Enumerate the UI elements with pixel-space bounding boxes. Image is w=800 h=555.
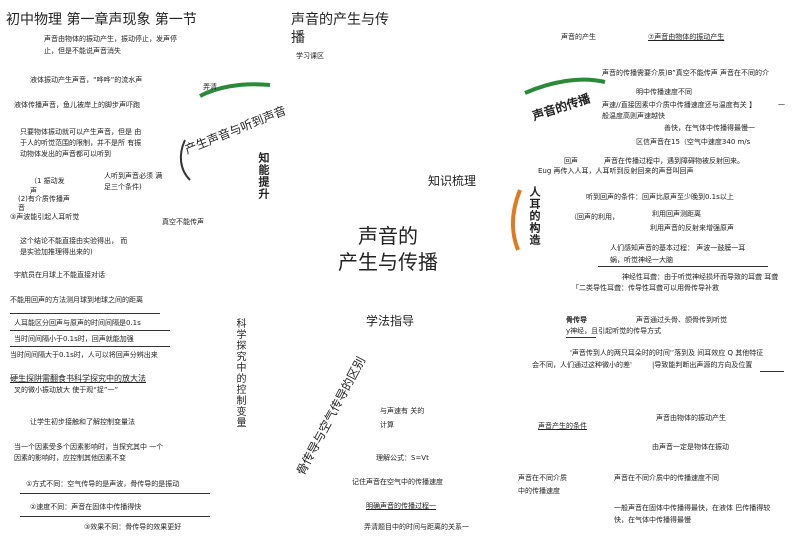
note-text: 声音的传播需要介质)B”真空不能传声 声音在不同的介 [602,69,770,77]
note-text: 「二类导性耳聋：传导性耳聋可以用骨传导补救 [572,284,719,292]
section-label: 知识梳理 [428,174,477,188]
note-text: 听到回声的条件：回声比原声至少晚到0.1s以上 [586,193,734,201]
note-text: 声音由物体的振动产生，振动停止，发声停 [44,35,177,43]
note-text: 学习课区 [296,52,324,60]
note-text: （回声的利用， [570,213,619,221]
note-text: 骨传导 [566,316,587,324]
note-text: 区信声音在15（空气中速度340 m/s [636,138,751,146]
divider [20,516,210,517]
note-text: 弄清 [203,83,217,91]
note-text: ⑦声音由物体的振动产生 [648,33,725,41]
note-text: 善快，在气体中传播得最慢一 [664,124,755,132]
note-text: 当一个因素受多个因素影响时，当探究其中 一个 [14,443,164,451]
note-text: 液体传播声音，鱼儿被岸上的脚步声吓跑 [14,101,140,109]
note-text: 明中传播速度不同 [636,88,692,96]
note-text: 声音在不同介质 [518,474,567,482]
note-text: ①方式不同：空气传导的是声波，骨传导的是振动 [26,480,180,488]
note-text: 记住声音在空气中的传播速度 [352,478,443,486]
note-text: 于人的听觉范围的限制，并不是所 有振 [20,139,142,147]
note-text: 真空不能传声 [162,218,204,226]
note-text: 一 [778,101,785,109]
green-curve-right [524,77,606,95]
note-text: 明确声音的传播过程一 [366,502,436,510]
page-title: 初中物理 第一章声现象 第一节 [6,12,197,28]
note-text: 由声音一定是物体在振动 [652,443,729,451]
note-text: '声音传到人的两只耳朵时的时间'’落到及 间耳效应 Q 其他特征 [570,349,764,357]
note-text: 音 [18,204,25,212]
note-text: 利用声音的反射来增强原声 [650,224,734,232]
note-text: 神经性耳聋：由于听觉神经损坏而导致的耳聋 耳聋 [622,273,779,281]
note-text: 人们感知声音的基本过程： 声波一鼓膜一耳 [610,244,746,252]
green-curve-left [199,82,271,98]
note-text: 回声 [564,157,578,165]
note-text: 声 [30,187,37,195]
note-text: 声音在传播过程中，遇到障碍物被反射回来。 [604,157,744,165]
main-topic: 产生与传播 [338,250,438,274]
note-text: 般温度高则声速越快 [602,112,665,120]
orange-curve [511,189,522,251]
note-text: 理解公式：S=Vt [376,454,429,462]
note-text: 只要物体振动就可以产生声音，但是 由 [20,128,142,136]
note-text: 蜗，听觉神经一大脑 [610,256,673,264]
divider [760,371,784,372]
divider [10,346,170,347]
note-text: 会不同，人们通过这种微小的差' [532,361,632,369]
divider [20,493,210,494]
note-text: 声音在不同介质中的传播速度不同 [614,474,719,482]
note-text: 宇航员在月球上不能直接对话 [14,271,105,279]
note-text: 当时间间隔小于0.1s时，回声就能加强 [14,335,134,343]
note-text: ②速度不同：声音在固体中传播得快 [30,503,142,511]
note-text: ③效果不同：骨传导的效果更好 [84,523,182,531]
note-text: 这个结论不能直接由实验得出， 而 [20,237,128,245]
dark-curve [179,139,191,181]
note-text: 叉的微小振动放大 使于观“捉”一” [14,386,119,394]
note-text: y神经，且引起听觉的传导方式 [566,327,662,335]
divider [10,330,170,331]
note-text: 计算 [380,421,394,429]
section-label: 学法指导 [366,314,415,328]
note-text: 人听到声音必须 满 [104,172,163,180]
note-text: 声速//直接因素中介质中传播速度还与温度有关 】 [602,101,756,109]
section-title: 声音的产生与传 [291,12,389,28]
note-text: (2)有介质传播声 [18,195,70,203]
note-text: 人耳能区分回声与原声的时间间隔是0.1s [14,319,141,327]
note-text: 当时间间隔大于0.1s时，人可以将回声分辨出来 [10,351,158,359]
note-text: 因素的影响时，应控制其他因素不变 [14,454,126,462]
divider [566,337,596,338]
divider [598,266,768,267]
note-text: Eug 再传入人耳，人耳听到反射回来的声音叫回声 [538,167,694,175]
main-topic: 声音的 [358,224,418,248]
section-title: 播 [291,30,305,46]
section-label: 知能提升 [257,152,270,200]
note-text: 止，但是不能说声音消失 [44,47,121,55]
note-text: （1 振动发 [30,177,65,185]
note-text: 足三个条件) [104,183,142,191]
note-text: 让学生初步接触和了解控制变量法 [30,418,135,426]
note-text: 液体振动产生声音，“哗哗”的流水声 [30,76,143,84]
note-text: 不能用回声的方法测月球到地球之间的距离 [10,296,143,304]
note-text: 快，在气体中传播得最慢 [614,516,691,524]
divider [10,313,160,314]
note-text: 是实验加推理得出来的) [20,248,93,256]
note-text: 声音由物体的振动产生 [656,414,726,422]
note-text: 一般声音在固体中传播得最快，在液体 巴传播得较 [614,504,771,512]
section-label: 科学探究中的控制变量 [234,318,245,428]
note-text: 硬生探阱需翻食书科学探究中的放大法 [10,374,146,383]
note-text: 弄清题目中的时间与距离的关系一 [364,523,469,531]
note-text: ③声波能引起人耳听觉 [10,213,80,221]
branch-label: 人耳的构造 [528,186,541,246]
note-text: 动物体发出的声音都可以听到 [20,150,111,158]
note-text: 声音通过头骨、颌骨传到听觉 [636,316,727,324]
note-text: 与声速有 关的 [380,407,425,415]
note-text: 中的传播速度 [518,487,560,495]
note-text: 声音产生的条件 [538,422,587,430]
note-text: 利用回声测距离 [652,210,701,218]
note-text: |导致能判断出声源的方向及位置 [652,361,753,369]
note-text: 声音的产生 [561,33,596,41]
